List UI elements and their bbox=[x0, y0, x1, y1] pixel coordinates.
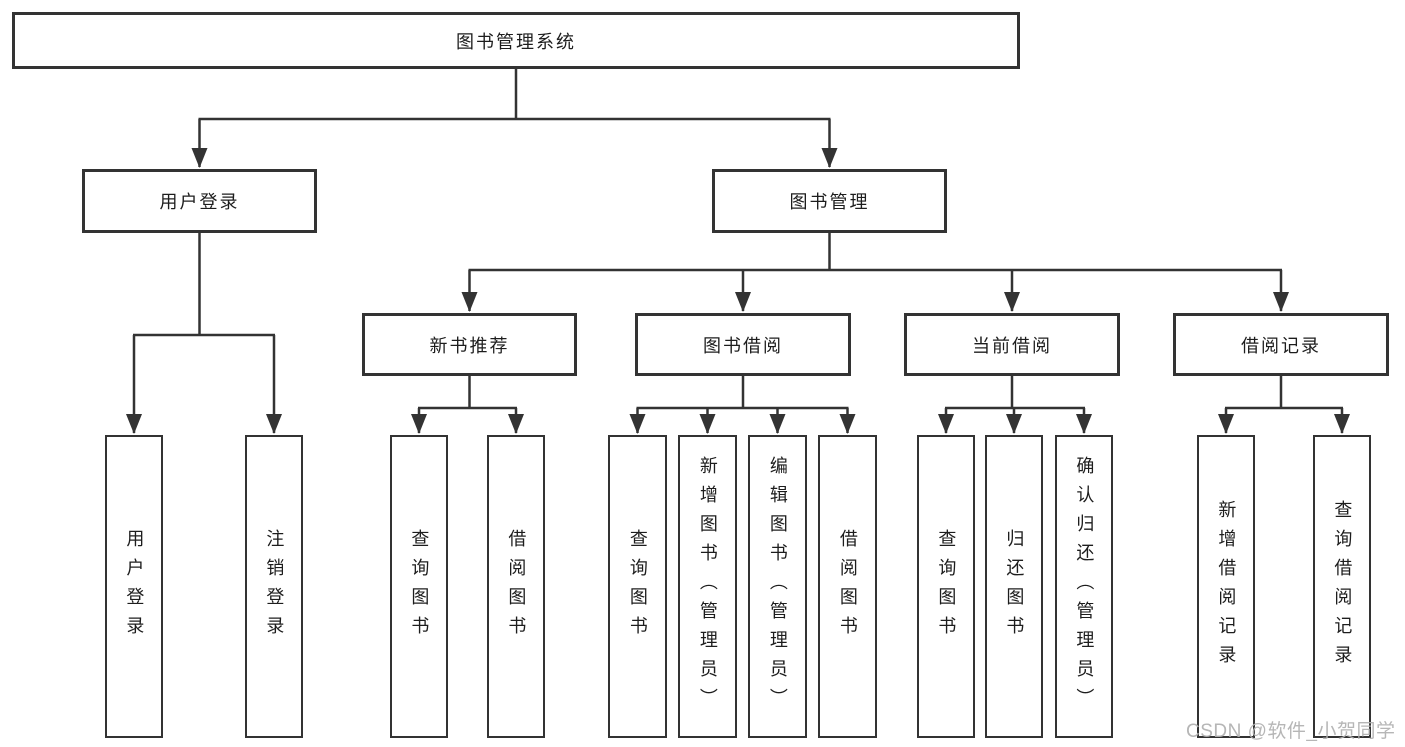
node-book-mgmt: 图书管理 bbox=[712, 169, 947, 233]
connector-current-borrow-children bbox=[938, 376, 1092, 434]
node-leaf-bb-edit-label: 编辑图书（管理员） bbox=[767, 456, 788, 717]
node-leaf-bb-borrow-label: 借阅图书 bbox=[837, 528, 858, 645]
node-leaf-br-add-label: 新增借阅记录 bbox=[1216, 499, 1237, 674]
node-book-borrow: 图书借阅 bbox=[635, 313, 851, 376]
connector-book-borrow-children bbox=[629, 376, 856, 434]
node-book-borrow-label: 图书借阅 bbox=[703, 335, 783, 356]
connector-root-to-level2 bbox=[191, 69, 838, 168]
node-leaf-br-query-label: 查询借阅记录 bbox=[1332, 499, 1353, 674]
node-leaf-user-login-label: 用户登录 bbox=[124, 528, 145, 645]
watermark: CSDN @软件_小贺同学 bbox=[1186, 721, 1396, 742]
node-root: 图书管理系统 bbox=[12, 12, 1020, 69]
node-current-borrow: 当前借阅 bbox=[904, 313, 1120, 376]
node-new-books-label: 新书推荐 bbox=[429, 335, 510, 356]
node-leaf-bb-query: 查询图书 bbox=[608, 435, 667, 738]
node-leaf-nb-query-label: 查询图书 bbox=[409, 528, 430, 645]
node-leaf-cb-confirm-label: 确认归还（管理员） bbox=[1074, 456, 1095, 717]
node-book-mgmt-label: 图书管理 bbox=[789, 192, 870, 212]
node-leaf-cb-confirm: 确认归还（管理员） bbox=[1055, 435, 1113, 738]
node-leaf-cb-return: 归还图书 bbox=[985, 435, 1043, 738]
node-leaf-cb-query-label: 查询图书 bbox=[936, 528, 957, 645]
node-leaf-nb-borrow-label: 借阅图书 bbox=[506, 528, 527, 645]
node-leaf-br-query: 查询借阅记录 bbox=[1313, 435, 1371, 738]
node-leaf-logout: 注销登录 bbox=[245, 435, 303, 738]
node-user-login-label: 用户登录 bbox=[159, 192, 240, 212]
node-leaf-bb-query-label: 查询图书 bbox=[627, 528, 648, 645]
node-current-borrow-label: 当前借阅 bbox=[972, 335, 1052, 356]
node-user-login: 用户登录 bbox=[82, 169, 317, 233]
node-leaf-bb-borrow: 借阅图书 bbox=[818, 435, 877, 738]
connector-user-login-children bbox=[126, 233, 282, 434]
node-leaf-user-login: 用户登录 bbox=[105, 435, 163, 738]
node-leaf-bb-add-label: 新增图书（管理员） bbox=[697, 456, 718, 717]
node-leaf-bb-edit: 编辑图书（管理员） bbox=[748, 435, 807, 738]
node-leaf-br-add: 新增借阅记录 bbox=[1197, 435, 1255, 738]
node-leaf-nb-query: 查询图书 bbox=[390, 435, 448, 738]
node-new-books: 新书推荐 bbox=[362, 313, 577, 376]
node-leaf-bb-add: 新增图书（管理员） bbox=[678, 435, 737, 738]
node-leaf-nb-borrow: 借阅图书 bbox=[487, 435, 545, 738]
node-leaf-logout-label: 注销登录 bbox=[264, 528, 285, 645]
node-borrow-records: 借阅记录 bbox=[1173, 313, 1389, 376]
connector-borrow-records-children bbox=[1218, 376, 1350, 434]
node-leaf-cb-query: 查询图书 bbox=[917, 435, 975, 738]
connector-new-books-children bbox=[411, 376, 524, 434]
node-leaf-cb-return-label: 归还图书 bbox=[1004, 528, 1025, 645]
node-borrow-records-label: 借阅记录 bbox=[1241, 335, 1321, 356]
node-root-label: 图书管理系统 bbox=[456, 31, 576, 52]
connector-book-mgmt-children bbox=[461, 233, 1289, 312]
